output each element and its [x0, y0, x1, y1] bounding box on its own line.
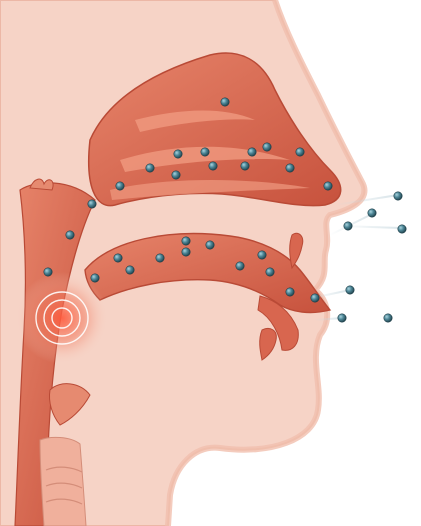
particle: [146, 164, 154, 172]
particle: [311, 294, 319, 302]
particle: [209, 162, 217, 170]
particle: [114, 254, 122, 262]
particle: [91, 274, 99, 282]
particle: [248, 148, 256, 156]
particle: [201, 148, 209, 156]
trachea: [40, 437, 86, 526]
particle: [182, 248, 190, 256]
particle: [236, 262, 244, 270]
particle: [206, 241, 214, 249]
particle: [266, 268, 274, 276]
particle: [44, 268, 52, 276]
particle: [398, 225, 406, 233]
particle: [263, 143, 271, 151]
particle: [241, 162, 249, 170]
particle: [286, 164, 294, 172]
particle: [296, 148, 304, 156]
particle: [394, 192, 402, 200]
particle: [126, 266, 134, 274]
particle: [172, 171, 180, 179]
particle: [182, 237, 190, 245]
particle: [368, 209, 376, 217]
particle: [338, 314, 346, 322]
particle: [116, 182, 124, 190]
particle: [258, 251, 266, 259]
particle: [88, 200, 96, 208]
particle: [174, 150, 182, 158]
irritation-glow: [16, 272, 108, 364]
particle: [156, 254, 164, 262]
particle: [324, 182, 332, 190]
particle: [344, 222, 352, 230]
particle: [346, 286, 354, 294]
particle: [221, 98, 229, 106]
particle: [384, 314, 392, 322]
particle: [286, 288, 294, 296]
particle: [66, 231, 74, 239]
